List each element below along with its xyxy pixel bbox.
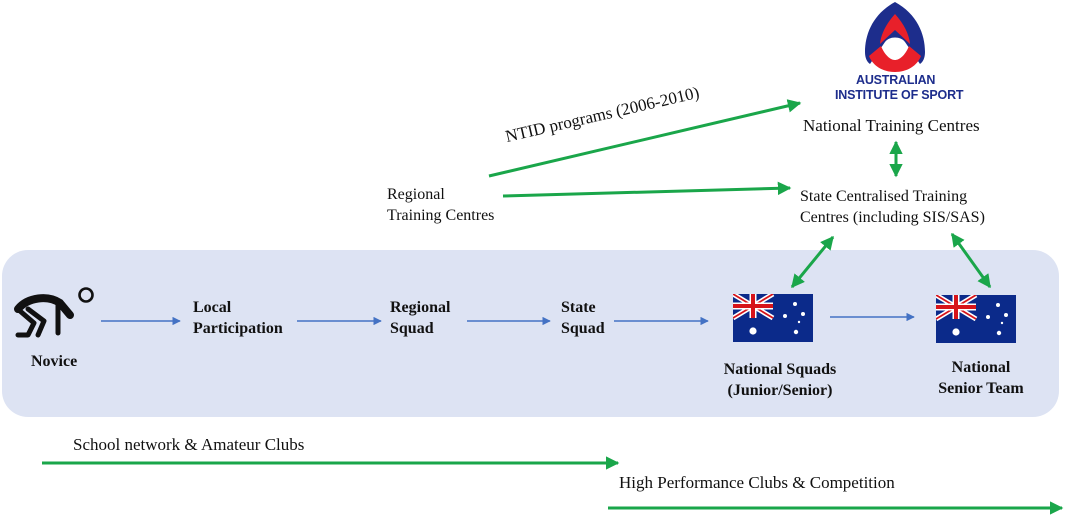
high-performance-label: High Performance Clubs & Competition — [619, 473, 895, 492]
local-participation-line1: Local — [193, 299, 232, 316]
sprinter-start-icon — [8, 283, 98, 348]
ais-logo-line2: INSTITUTE OF SPORT — [835, 88, 964, 102]
state-centralised-line1: State Centralised Training — [800, 188, 968, 205]
state-squad-line2: Squad — [561, 320, 605, 337]
state-senior-bidirectional-arrow — [950, 232, 992, 289]
ais-logo-line1: AUSTRALIAN — [856, 73, 936, 87]
athlete-pathway-band — [2, 250, 1059, 417]
regional-squad-line1: Regional — [390, 299, 451, 316]
school-network-label: School network & Amateur Clubs — [73, 435, 305, 454]
national-squads-line1: National Squads — [723, 361, 837, 378]
ais-logo — [833, 0, 959, 108]
novice-label: Novice — [31, 353, 78, 370]
ais-emblem-icon — [833, 0, 959, 108]
regional-to-state-centres-arrow — [502, 181, 792, 198]
state-centralised-line2: Centres (including SIS/SAS) — [800, 209, 985, 226]
state-squad-line1: State — [561, 299, 596, 316]
regional-squad-line2: Squad — [390, 320, 434, 337]
regional-training-centres-line2: Training Centres — [387, 207, 495, 224]
state-squads-bidirectional-arrow — [790, 235, 835, 289]
national-senior-team-line1: National — [951, 359, 1011, 376]
local-participation-line2: Participation — [193, 320, 283, 337]
national-squads-line2: (Junior/Senior) — [727, 382, 833, 399]
national-training-centres-label: National Training Centres — [803, 116, 980, 135]
ntid-arrow — [488, 99, 802, 178]
national-senior-team-line2: Senior Team — [938, 380, 1024, 397]
regional-training-centres-line1: Regional — [387, 186, 445, 203]
australian-flag-icon — [934, 292, 1016, 348]
australian-flag-icon — [731, 291, 813, 347]
